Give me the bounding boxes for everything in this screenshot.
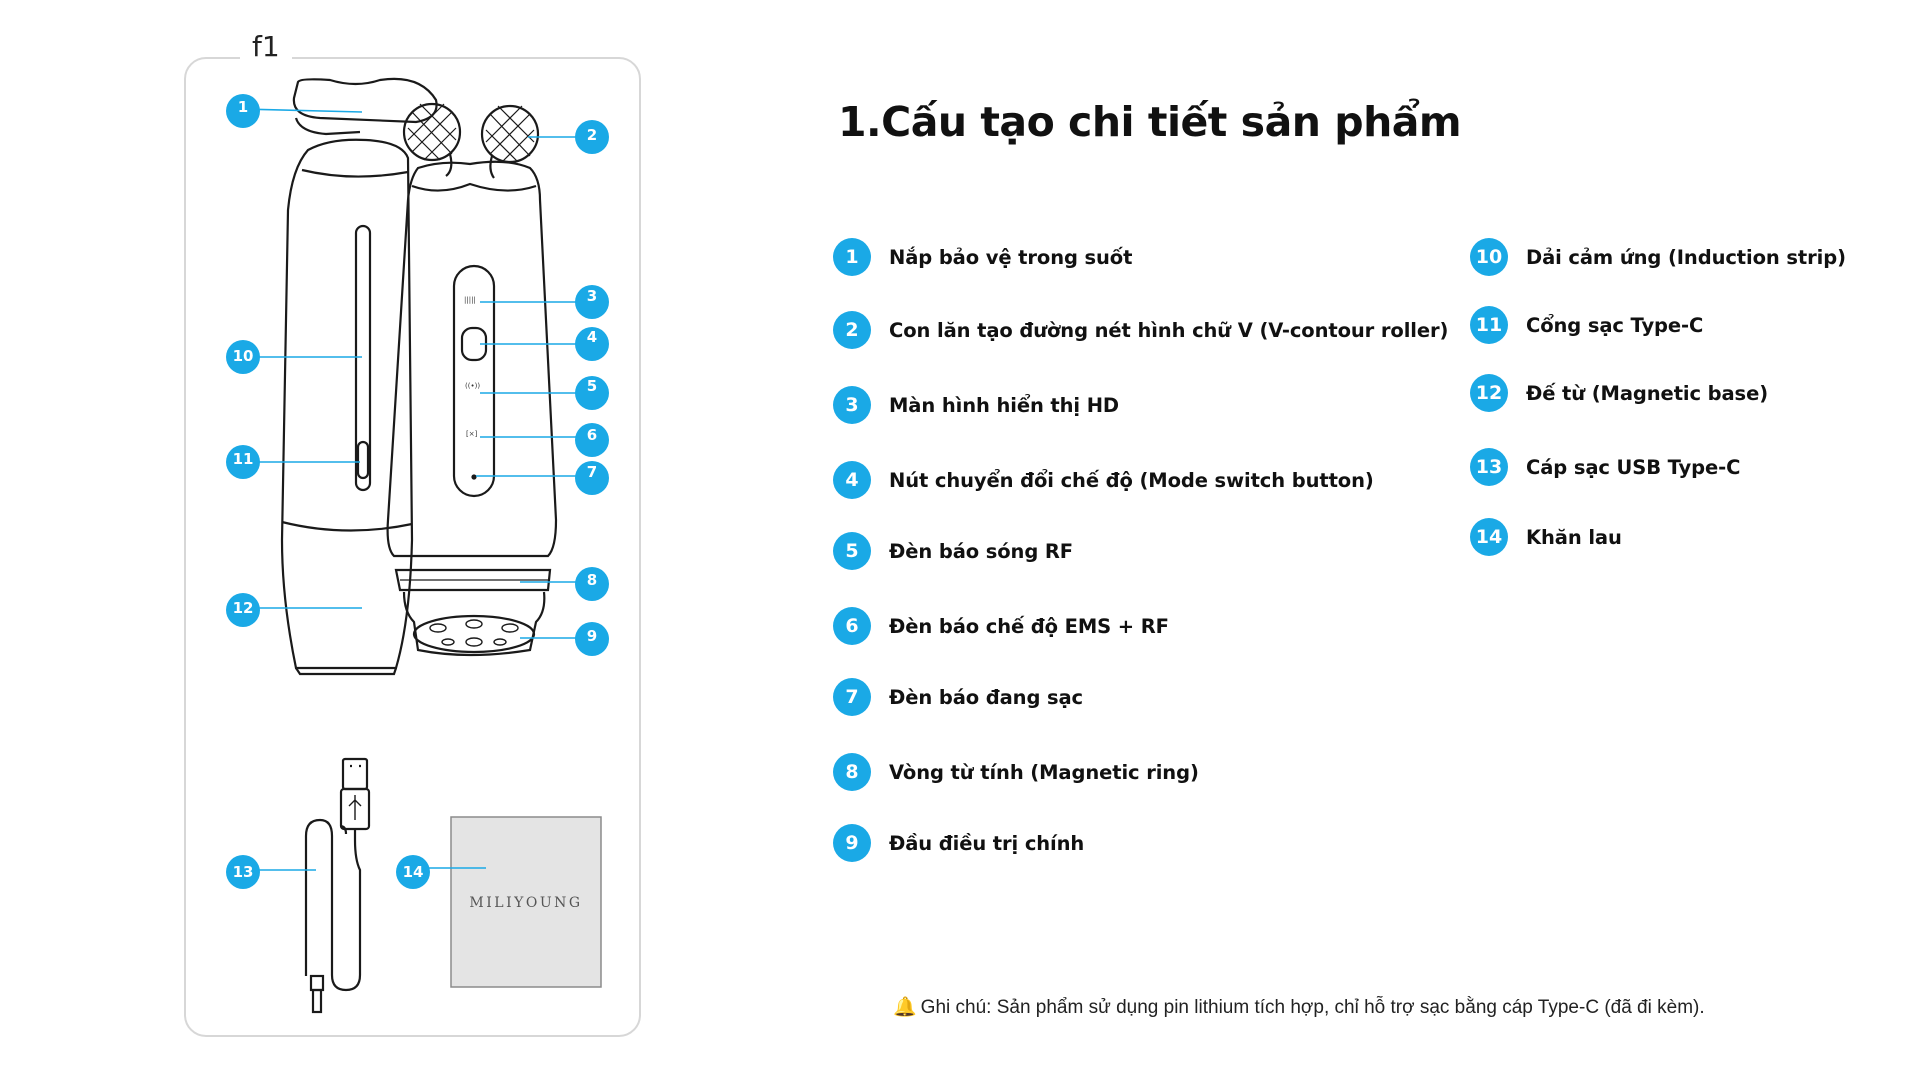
- part-number-badge: 3: [833, 386, 871, 424]
- part-number-badge: 11: [1470, 306, 1508, 344]
- part-label: Màn hình hiển thị HD: [889, 393, 1120, 417]
- part-number-badge: 13: [1470, 448, 1508, 486]
- part-number-badge: 5: [833, 532, 871, 570]
- part-item-2: 2 Con lăn tạo đường nét hình chữ V (V-co…: [833, 311, 1448, 349]
- svg-text:13: 13: [233, 863, 254, 881]
- base-ring: [281, 520, 413, 532]
- part-item-7: 7 Đèn báo đang sạc: [833, 678, 1083, 716]
- part-label: Cổng sạc Type-C: [1526, 313, 1704, 337]
- marker-4: 4: [575, 327, 609, 361]
- type-c-port: [356, 440, 370, 480]
- front-device-body: [386, 160, 558, 558]
- page-heading: 1.Cấu tạo chi tiết sản phẩm: [838, 98, 1462, 146]
- marker-10: 10: [226, 340, 260, 374]
- base-device-top: [301, 168, 409, 178]
- part-item-9: 9 Đầu điều trị chính: [833, 824, 1084, 862]
- svg-text:[×]: [×]: [466, 430, 478, 438]
- part-item-12: 12 Đế từ (Magnetic base): [1470, 374, 1768, 412]
- part-number-badge: 10: [1470, 238, 1508, 276]
- part-label: Đế từ (Magnetic base): [1526, 381, 1769, 405]
- svg-text:10: 10: [233, 347, 254, 365]
- part-label: Đầu điều trị chính: [889, 831, 1085, 855]
- base-device-body: [280, 138, 414, 670]
- part-item-10: 10 Dải cảm ứng (Induction strip): [1470, 238, 1846, 276]
- product-illustration: ||||| ((•)) [×] MILIYOUNG 1 2 3: [226, 77, 609, 1014]
- part-label: Nút chuyển đổi chế độ (Mode switch butto…: [889, 468, 1374, 492]
- product-diagram-frame: [184, 57, 641, 1037]
- bell-icon: 🔔: [893, 996, 917, 1018]
- marker-12: 12: [226, 593, 260, 627]
- part-number-badge: 12: [1470, 374, 1508, 412]
- part-item-5: 5 Đèn báo sóng RF: [833, 532, 1073, 570]
- svg-text:14: 14: [403, 863, 424, 881]
- cap-inner: [294, 117, 361, 136]
- svg-text:|||||: |||||: [464, 296, 476, 304]
- part-item-11: 11 Cổng sạc Type-C: [1470, 306, 1703, 344]
- part-number-badge: 4: [833, 461, 871, 499]
- part-item-13: 13 Cáp sạc USB Type-C: [1470, 448, 1740, 486]
- marker-7: 7: [575, 461, 609, 495]
- hd-display-panel: [452, 264, 496, 498]
- part-number-badge: 1: [833, 238, 871, 276]
- part-item-6: 6 Đèn báo chế độ EMS + RF: [833, 607, 1169, 645]
- marker-8: 8: [575, 567, 609, 601]
- svg-text:5: 5: [587, 377, 597, 395]
- part-label: Vòng từ tính (Magnetic ring): [889, 760, 1199, 784]
- svg-text:7: 7: [587, 463, 597, 481]
- v-contour-rollers: [402, 102, 540, 179]
- marker-11: 11: [226, 445, 260, 479]
- marker-3: 3: [575, 285, 609, 319]
- svg-text:11: 11: [233, 450, 254, 468]
- svg-text:12: 12: [233, 599, 254, 617]
- svg-text:9: 9: [587, 627, 597, 645]
- part-item-1: 1 Nắp bảo vệ trong suốt: [833, 238, 1132, 276]
- usb-cable: [304, 757, 371, 1014]
- svg-text:1: 1: [238, 98, 248, 116]
- part-item-8: 8 Vòng từ tính (Magnetic ring): [833, 753, 1199, 791]
- marker-1: 1: [226, 94, 260, 128]
- towel-brand-text: MILIYOUNG: [469, 895, 582, 911]
- part-label: Đèn báo đang sạc: [889, 685, 1084, 709]
- marker-14: 14: [396, 855, 430, 889]
- svg-text:6: 6: [587, 426, 597, 444]
- induction-strip: [354, 224, 372, 492]
- front-device-neck: [411, 182, 537, 192]
- part-item-4: 4 Nút chuyển đổi chế độ (Mode switch but…: [833, 461, 1374, 499]
- part-number-badge: 8: [833, 753, 871, 791]
- marker-5: 5: [575, 376, 609, 410]
- part-number-badge: 2: [833, 311, 871, 349]
- part-label: Con lăn tạo đường nét hình chữ V (V-cont…: [889, 318, 1449, 342]
- part-number-badge: 6: [833, 607, 871, 645]
- protective-cap: [292, 77, 438, 124]
- part-item-14: 14 Khăn lau: [1470, 518, 1622, 556]
- part-label: Đèn báo chế độ EMS + RF: [889, 614, 1169, 638]
- part-label: Cáp sạc USB Type-C: [1526, 455, 1741, 479]
- marker-6: 6: [575, 423, 609, 457]
- part-item-3: 3 Màn hình hiển thị HD: [833, 386, 1119, 424]
- marker-2: 2: [575, 120, 609, 154]
- svg-text:3: 3: [587, 287, 597, 305]
- towel: [450, 816, 602, 988]
- part-label: Nắp bảo vệ trong suốt: [889, 245, 1133, 269]
- marker-13: 13: [226, 855, 260, 889]
- part-number-badge: 7: [833, 678, 871, 716]
- base-stand: [295, 667, 398, 676]
- part-label: Khăn lau: [1526, 525, 1622, 549]
- frame-label: f1: [240, 30, 292, 63]
- part-number-badge: 14: [1470, 518, 1508, 556]
- treatment-head: [402, 591, 546, 657]
- magnetic-ring: [394, 568, 552, 592]
- svg-text:2: 2: [587, 126, 597, 144]
- part-label: Dải cảm ứng (Induction strip): [1526, 245, 1846, 269]
- svg-text:((•)): ((•)): [465, 382, 480, 390]
- footnote: 🔔Ghi chú: Sản phẩm sử dụng pin lithium t…: [893, 995, 1705, 1019]
- footnote-text: Ghi chú: Sản phẩm sử dụng pin lithium tí…: [920, 997, 1705, 1018]
- svg-text:8: 8: [587, 571, 597, 589]
- part-label: Đèn báo sóng RF: [889, 539, 1074, 563]
- svg-text:4: 4: [587, 328, 597, 346]
- marker-9: 9: [575, 622, 609, 656]
- part-number-badge: 9: [833, 824, 871, 862]
